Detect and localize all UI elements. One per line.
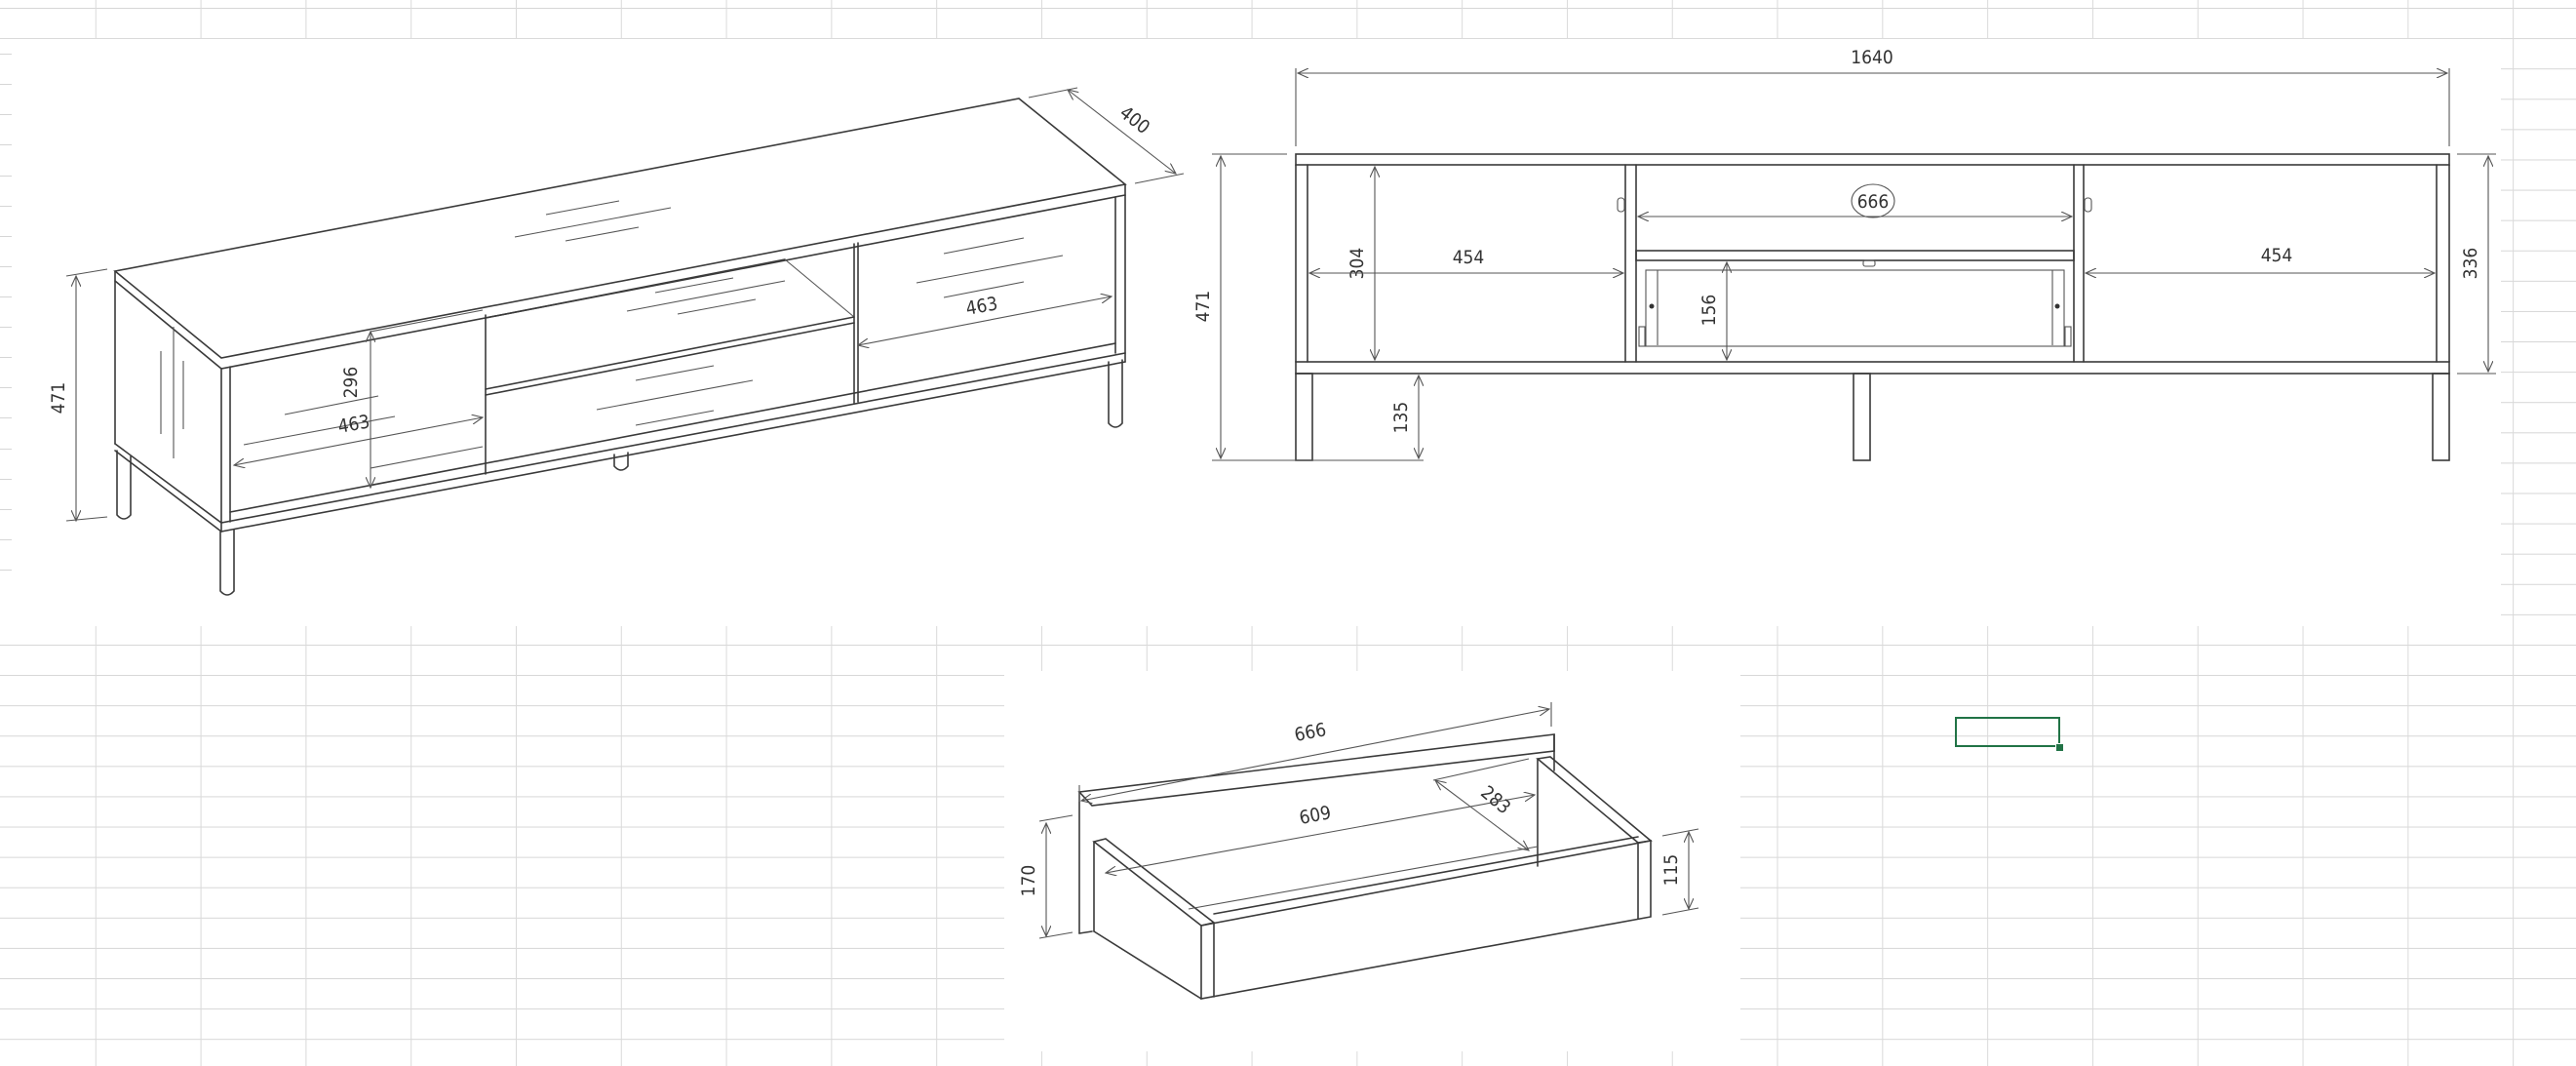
drawer-isometric-drawing: 666 609 283 170 115 bbox=[1018, 702, 1699, 1000]
dim-drawer-front-width: 666 bbox=[1293, 719, 1328, 746]
selected-cell[interactable] bbox=[1955, 717, 2060, 747]
dim-front-total-height: 471 bbox=[1192, 291, 1214, 323]
dim-front-leg-height: 135 bbox=[1390, 402, 1412, 434]
fill-handle[interactable] bbox=[2055, 743, 2064, 752]
dim-front-left-height: 304 bbox=[1347, 248, 1368, 280]
dim-front-total-width: 1640 bbox=[1851, 47, 1893, 68]
front-view-drawing: 1640 471 304 454 666 156 454 336 135 bbox=[1192, 47, 2496, 461]
dim-front-left-width: 454 bbox=[1453, 247, 1485, 268]
dim-drawer-inner-width: 609 bbox=[1298, 802, 1333, 829]
leg-middle bbox=[613, 452, 629, 471]
dim-front-right-width: 454 bbox=[2261, 245, 2293, 266]
dim-iso-right-door-width: 463 bbox=[964, 293, 999, 319]
leg-back-left bbox=[116, 450, 132, 520]
dim-drawer-front-height: 170 bbox=[1018, 865, 1039, 897]
dim-iso-left-door-width: 463 bbox=[336, 411, 371, 437]
leg-front-left bbox=[219, 529, 235, 596]
dim-drawer-box-height: 115 bbox=[1660, 854, 1682, 887]
dim-iso-left-door-height: 296 bbox=[340, 367, 362, 399]
dim-front-drawer-height: 156 bbox=[1698, 295, 1720, 327]
dim-front-center-width: 666 bbox=[1857, 191, 1890, 213]
dim-iso-height: 471 bbox=[48, 382, 69, 415]
leg-right bbox=[1108, 359, 1123, 428]
isometric-cabinet-drawing: 471 400 296 463 463 bbox=[48, 87, 1185, 596]
dim-drawer-depth: 283 bbox=[1476, 781, 1514, 818]
dim-front-body-height: 336 bbox=[2460, 248, 2481, 280]
dim-iso-depth: 400 bbox=[1115, 102, 1153, 138]
